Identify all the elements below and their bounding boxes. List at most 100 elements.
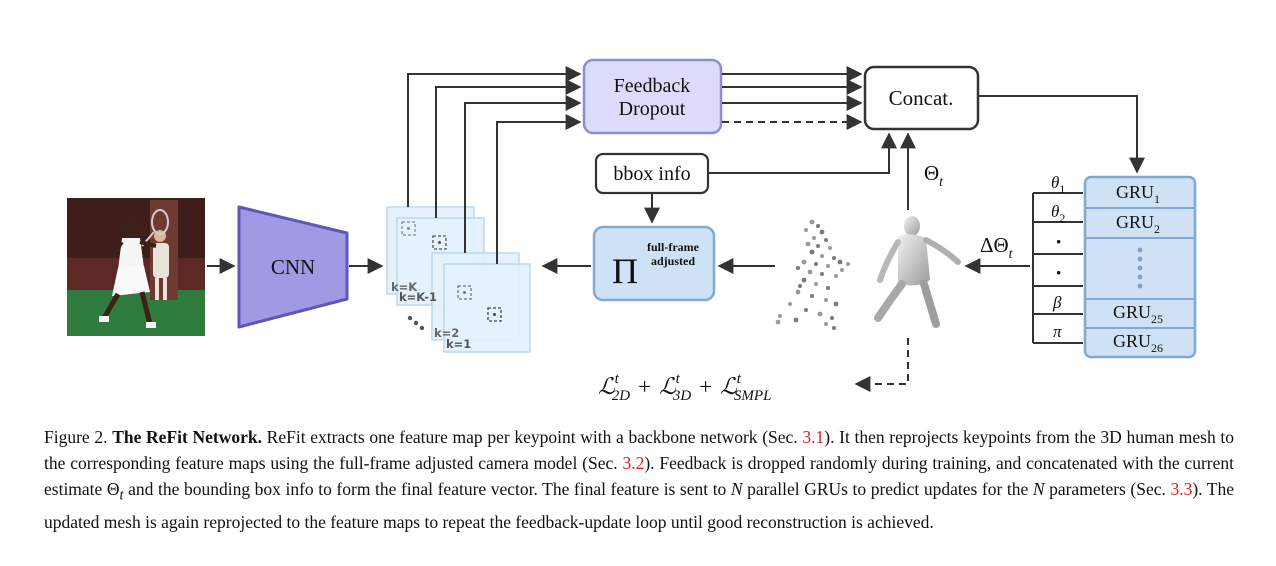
param-label-theta2: θ2 — [1051, 202, 1065, 225]
human-mesh-figure — [874, 216, 961, 328]
keypoint-dot — [801, 277, 807, 283]
feedback-dropout-line1: Feedback — [614, 75, 691, 97]
keypoint-dot — [837, 259, 843, 265]
feedback-dropout-line2: Dropout — [619, 98, 686, 120]
keypoint-dot — [828, 246, 832, 250]
keypoint-dot — [840, 268, 844, 272]
keypoint-dot — [846, 262, 850, 266]
keypoint-dot — [820, 272, 824, 276]
keypoint-dot — [810, 294, 814, 298]
feature-map-label-1: k=1 — [446, 337, 471, 351]
feature-map-label-k: k=K — [391, 280, 418, 294]
keypoint-dot — [804, 228, 808, 232]
figure-title: The ReFit Network. — [112, 427, 262, 447]
keypoint-dot — [793, 317, 799, 323]
projection-block: Π full-frame adjusted — [592, 225, 716, 302]
keypoint-dot — [801, 259, 807, 265]
keypoint-dot — [817, 311, 823, 317]
keypoint-dot — [833, 301, 839, 307]
refit-network-diagram: CNN k=K k=K-1 k=2 k=1 Feedback — [67, 58, 1197, 404]
param-label-pi: π — [1053, 322, 1062, 341]
caption-text-4: and the bounding box info to form the fi… — [123, 479, 731, 499]
param-label-dot1: · — [1055, 229, 1062, 254]
dropout-to-concat-lines — [722, 66, 863, 130]
keypoint-dot — [798, 284, 802, 288]
keypoint-dot — [834, 274, 838, 278]
gru-2-label: GRU2 — [1116, 212, 1160, 236]
concat-label: Concat. — [889, 86, 954, 110]
param-label-dot2: · — [1055, 260, 1062, 285]
keypoint-dot — [816, 244, 820, 248]
cnn-label: CNN — [271, 255, 315, 279]
gru-25-label: GRU25 — [1113, 302, 1163, 326]
theta-t-label: Θt — [924, 161, 944, 190]
keypoint-dot — [805, 241, 811, 247]
projection-sup-line2: adjusted — [651, 254, 695, 268]
keypoint-dot — [830, 316, 834, 320]
concat-block: Concat. — [863, 65, 980, 131]
keypoint-dot — [807, 269, 813, 275]
figure-label: Figure 2. — [44, 427, 108, 447]
feature-map-stack: k=K k=K-1 k=2 k=1 — [386, 206, 531, 353]
caption-text-2: ). It then reprojects keypoints from the… — [44, 427, 1235, 473]
keypoint-dot — [812, 236, 816, 240]
projection-sup-line1: full-frame — [647, 240, 700, 254]
bbox-info-label: bbox info — [613, 163, 690, 185]
arrow-concat-to-gru — [979, 95, 1145, 174]
gru-ellipsis-dots — [1137, 247, 1143, 289]
caption-text-6: parameters (Sec. — [1044, 479, 1171, 499]
tennis-player-photo — [67, 198, 205, 336]
keypoint-dot — [826, 264, 830, 268]
keypoint-dot — [809, 249, 815, 255]
keypoint-dot — [816, 224, 820, 228]
keypoint-dot — [809, 219, 815, 225]
keypoint-dot — [788, 302, 792, 306]
keypoint-dot — [814, 262, 818, 266]
arrow-bbox-to-concat — [709, 132, 897, 174]
section-ref-3-3[interactable]: 3.3 — [1170, 479, 1193, 499]
caption-text-5: parallel GRUs to predict updates for the — [742, 479, 1033, 499]
gru-26-label: GRU26 — [1113, 331, 1163, 355]
section-ref-3-2[interactable]: 3.2 — [622, 453, 645, 473]
keypoint-dot — [824, 322, 828, 326]
keypoint-dot — [775, 319, 781, 325]
feature-map-label-2: k=2 — [434, 326, 459, 340]
n-symbol-2: N — [1032, 479, 1045, 499]
feature-map-label-k-1: k=K-1 — [399, 290, 437, 304]
keypoint-dot — [778, 314, 782, 318]
arrow-mesh-to-loss — [854, 338, 909, 392]
param-label-theta1: θ1 — [1051, 173, 1065, 196]
parameter-bracket — [1032, 192, 1083, 344]
keypoint-dot — [824, 298, 828, 302]
keypoint-dot — [820, 254, 824, 258]
theta-symbol: Θ — [106, 479, 120, 499]
keypoint-dot — [795, 289, 801, 295]
param-label-beta: β — [1052, 293, 1062, 312]
caption-text-3: ). Feedback is dropped randomly during t… — [44, 453, 1234, 499]
delta-theta-t-label: ΔΘt — [980, 233, 1014, 262]
bbox-info-block: bbox info — [594, 152, 710, 195]
keypoint-dot — [832, 256, 836, 260]
keypoint-dot — [796, 266, 800, 270]
gru-1-label: GRU1 — [1116, 182, 1160, 206]
gru-column: GRU1 GRU2 GRU25 GRU26 — [1083, 175, 1197, 359]
keypoint-cloud — [775, 219, 850, 330]
keypoint-dot — [814, 282, 818, 286]
cnn-block: CNN — [237, 205, 349, 329]
projection-symbol: Π — [612, 251, 638, 291]
keypoint-dot — [804, 308, 808, 312]
caption-text-1: ReFit extracts one feature map per keypo… — [262, 427, 803, 447]
feedback-dropout-block: Feedback Dropout — [582, 58, 723, 135]
parameter-labels: θ1 θ2 · · β π — [1051, 173, 1065, 341]
section-ref-3-1[interactable]: 3.1 — [802, 427, 825, 447]
keypoint-dot — [832, 326, 836, 330]
keypoint-dot — [819, 229, 825, 235]
keypoint-dot — [824, 238, 828, 242]
caption-text-7: ). The updated mesh is again reprojected… — [44, 479, 1235, 532]
theta-subscript: t — [119, 487, 124, 504]
figure-caption: Figure 2. The ReFit Network. ReFit extra… — [44, 424, 1234, 535]
keypoint-dot — [826, 286, 830, 290]
n-symbol-1: N — [730, 479, 743, 499]
feedback-lines — [407, 66, 582, 264]
